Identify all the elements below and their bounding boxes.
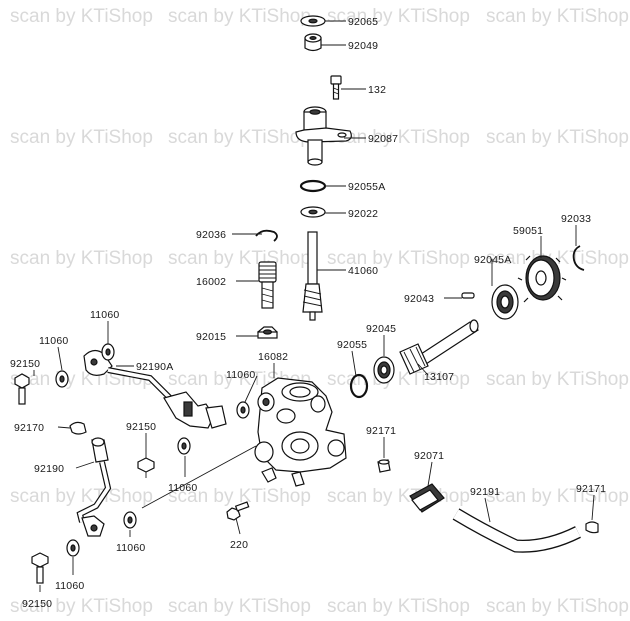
part-92190a-oil-hose[interactable] [83,349,227,429]
watermark-text: scan by KTiShop [327,596,470,617]
watermark-text: scan by KTiShop [486,486,629,507]
part-92150-bolt[interactable] [14,373,30,405]
watermark-text: scan by KTiShop [327,369,470,390]
part-92022-washer[interactable] [300,206,326,218]
watermark-text: scan by KTiShop [486,6,629,27]
part-16082-pump-body[interactable] [254,377,347,487]
label-11060: 11060 [116,542,145,554]
label-92049: 92049 [348,40,378,52]
label-92190a: 92190A [136,361,173,373]
part-92015-nut[interactable] [257,326,278,339]
part-11060-washer[interactable] [236,401,250,419]
label-11060: 11060 [39,335,68,347]
part-13107-drive-shaft[interactable] [399,319,479,375]
part-132-bolt[interactable] [330,75,342,100]
watermark-text: scan by KTiShop [10,486,153,507]
label-92022: 92022 [348,208,378,220]
watermark-text: scan by KTiShop [10,596,153,617]
watermark-text: scan by KTiShop [10,248,153,269]
part-11060-washer[interactable] [55,370,69,388]
part-11060-washer[interactable] [101,343,115,361]
label-59051: 59051 [513,225,543,237]
part-92055-o-ring[interactable] [349,373,369,399]
label-92055: 92055 [337,339,367,351]
label-13107: 13107 [424,371,454,383]
label-41060: 41060 [348,265,378,277]
label-220: 220 [230,539,248,551]
watermark-text: scan by KTiShop [486,596,629,617]
part-92150-bolt[interactable] [31,552,49,584]
part-92171-clamp[interactable] [377,459,391,473]
watermark-text: scan by KTiShop [486,248,629,269]
watermark-text: scan by KTiShop [168,127,311,148]
part-92190-oil-hose[interactable] [76,437,112,537]
label-92150: 92150 [22,598,52,610]
watermark-text: scan by KTiShop [168,486,311,507]
watermark-text: scan by KTiShop [327,127,470,148]
label-11060: 11060 [55,580,84,592]
part-92087-bushing-holder[interactable] [295,106,352,166]
part-labels: 92065 92049 132 92087 92055A 92022 92036… [10,16,606,610]
part-92049-oil-seal[interactable] [304,33,322,52]
label-11060: 11060 [90,309,119,321]
label-92045a: 92045A [474,254,511,266]
part-92045-bearing[interactable] [373,356,395,384]
label-92055a: 92055A [348,181,385,193]
label-16002: 16002 [196,276,226,288]
watermark-text: scan by KTiShop [486,127,629,148]
label-16082: 16082 [258,351,288,363]
watermark-text: scan by KTiShop [327,486,470,507]
watermark-text: scan by KTiShop [327,248,470,269]
part-16002-fitting[interactable] [258,261,277,309]
watermark-text: scan by KTiShop [327,6,470,27]
watermark-text: scan by KTiShop [168,248,311,269]
watermark-text: scan by KTiShop [168,596,311,617]
label-92045: 92045 [366,323,396,335]
label-92171: 92171 [366,425,396,437]
label-11060: 11060 [226,369,255,381]
part-92055a-o-ring[interactable] [299,179,327,193]
watermark-text: scan by KTiShop [10,127,153,148]
label-11060: 11060 [168,482,197,494]
label-92036: 92036 [196,229,226,241]
label-92015: 92015 [196,331,226,343]
label-92033: 92033 [561,213,591,225]
label-92087: 92087 [368,133,398,145]
leader-lines [33,20,595,592]
watermark-text: scan by KTiShop [10,6,153,27]
part-92170-clamp[interactable] [69,421,87,435]
label-92170: 92170 [14,422,44,434]
part-11060-washer[interactable] [123,511,137,529]
part-92071-grommet[interactable] [409,483,445,513]
watermark-text: scan by KTiShop [168,6,311,27]
part-92191-hose[interactable] [452,508,581,553]
part-92033-circlip[interactable] [572,245,585,271]
part-92150-bolt[interactable] [137,457,155,478]
part-220-bolt[interactable] [226,501,250,521]
label-92191: 92191 [470,486,500,498]
label-92043: 92043 [404,293,434,305]
label-92150: 92150 [126,421,156,433]
part-92043-pin[interactable] [461,292,475,299]
label-92150: 92150 [10,358,40,370]
label-92065: 92065 [348,16,378,28]
part-11060-washer[interactable] [66,539,80,557]
part-92065-washer[interactable] [300,15,326,27]
part-92045a-bearing[interactable] [491,284,519,320]
watermark-layer: scan by KTiShop scan by KTiShop scan by … [10,6,629,617]
label-132: 132 [368,84,386,96]
part-41060-gear-shaft[interactable] [302,231,323,321]
part-92036-circlip[interactable] [255,229,278,242]
label-92171: 92171 [576,483,606,495]
part-11060-washer[interactable] [177,437,191,455]
label-92190: 92190 [34,463,64,475]
watermark-text: scan by KTiShop [486,369,629,390]
part-59051-gear[interactable] [517,255,567,303]
label-92071: 92071 [414,450,444,462]
part-92171-clamp[interactable] [585,521,599,534]
